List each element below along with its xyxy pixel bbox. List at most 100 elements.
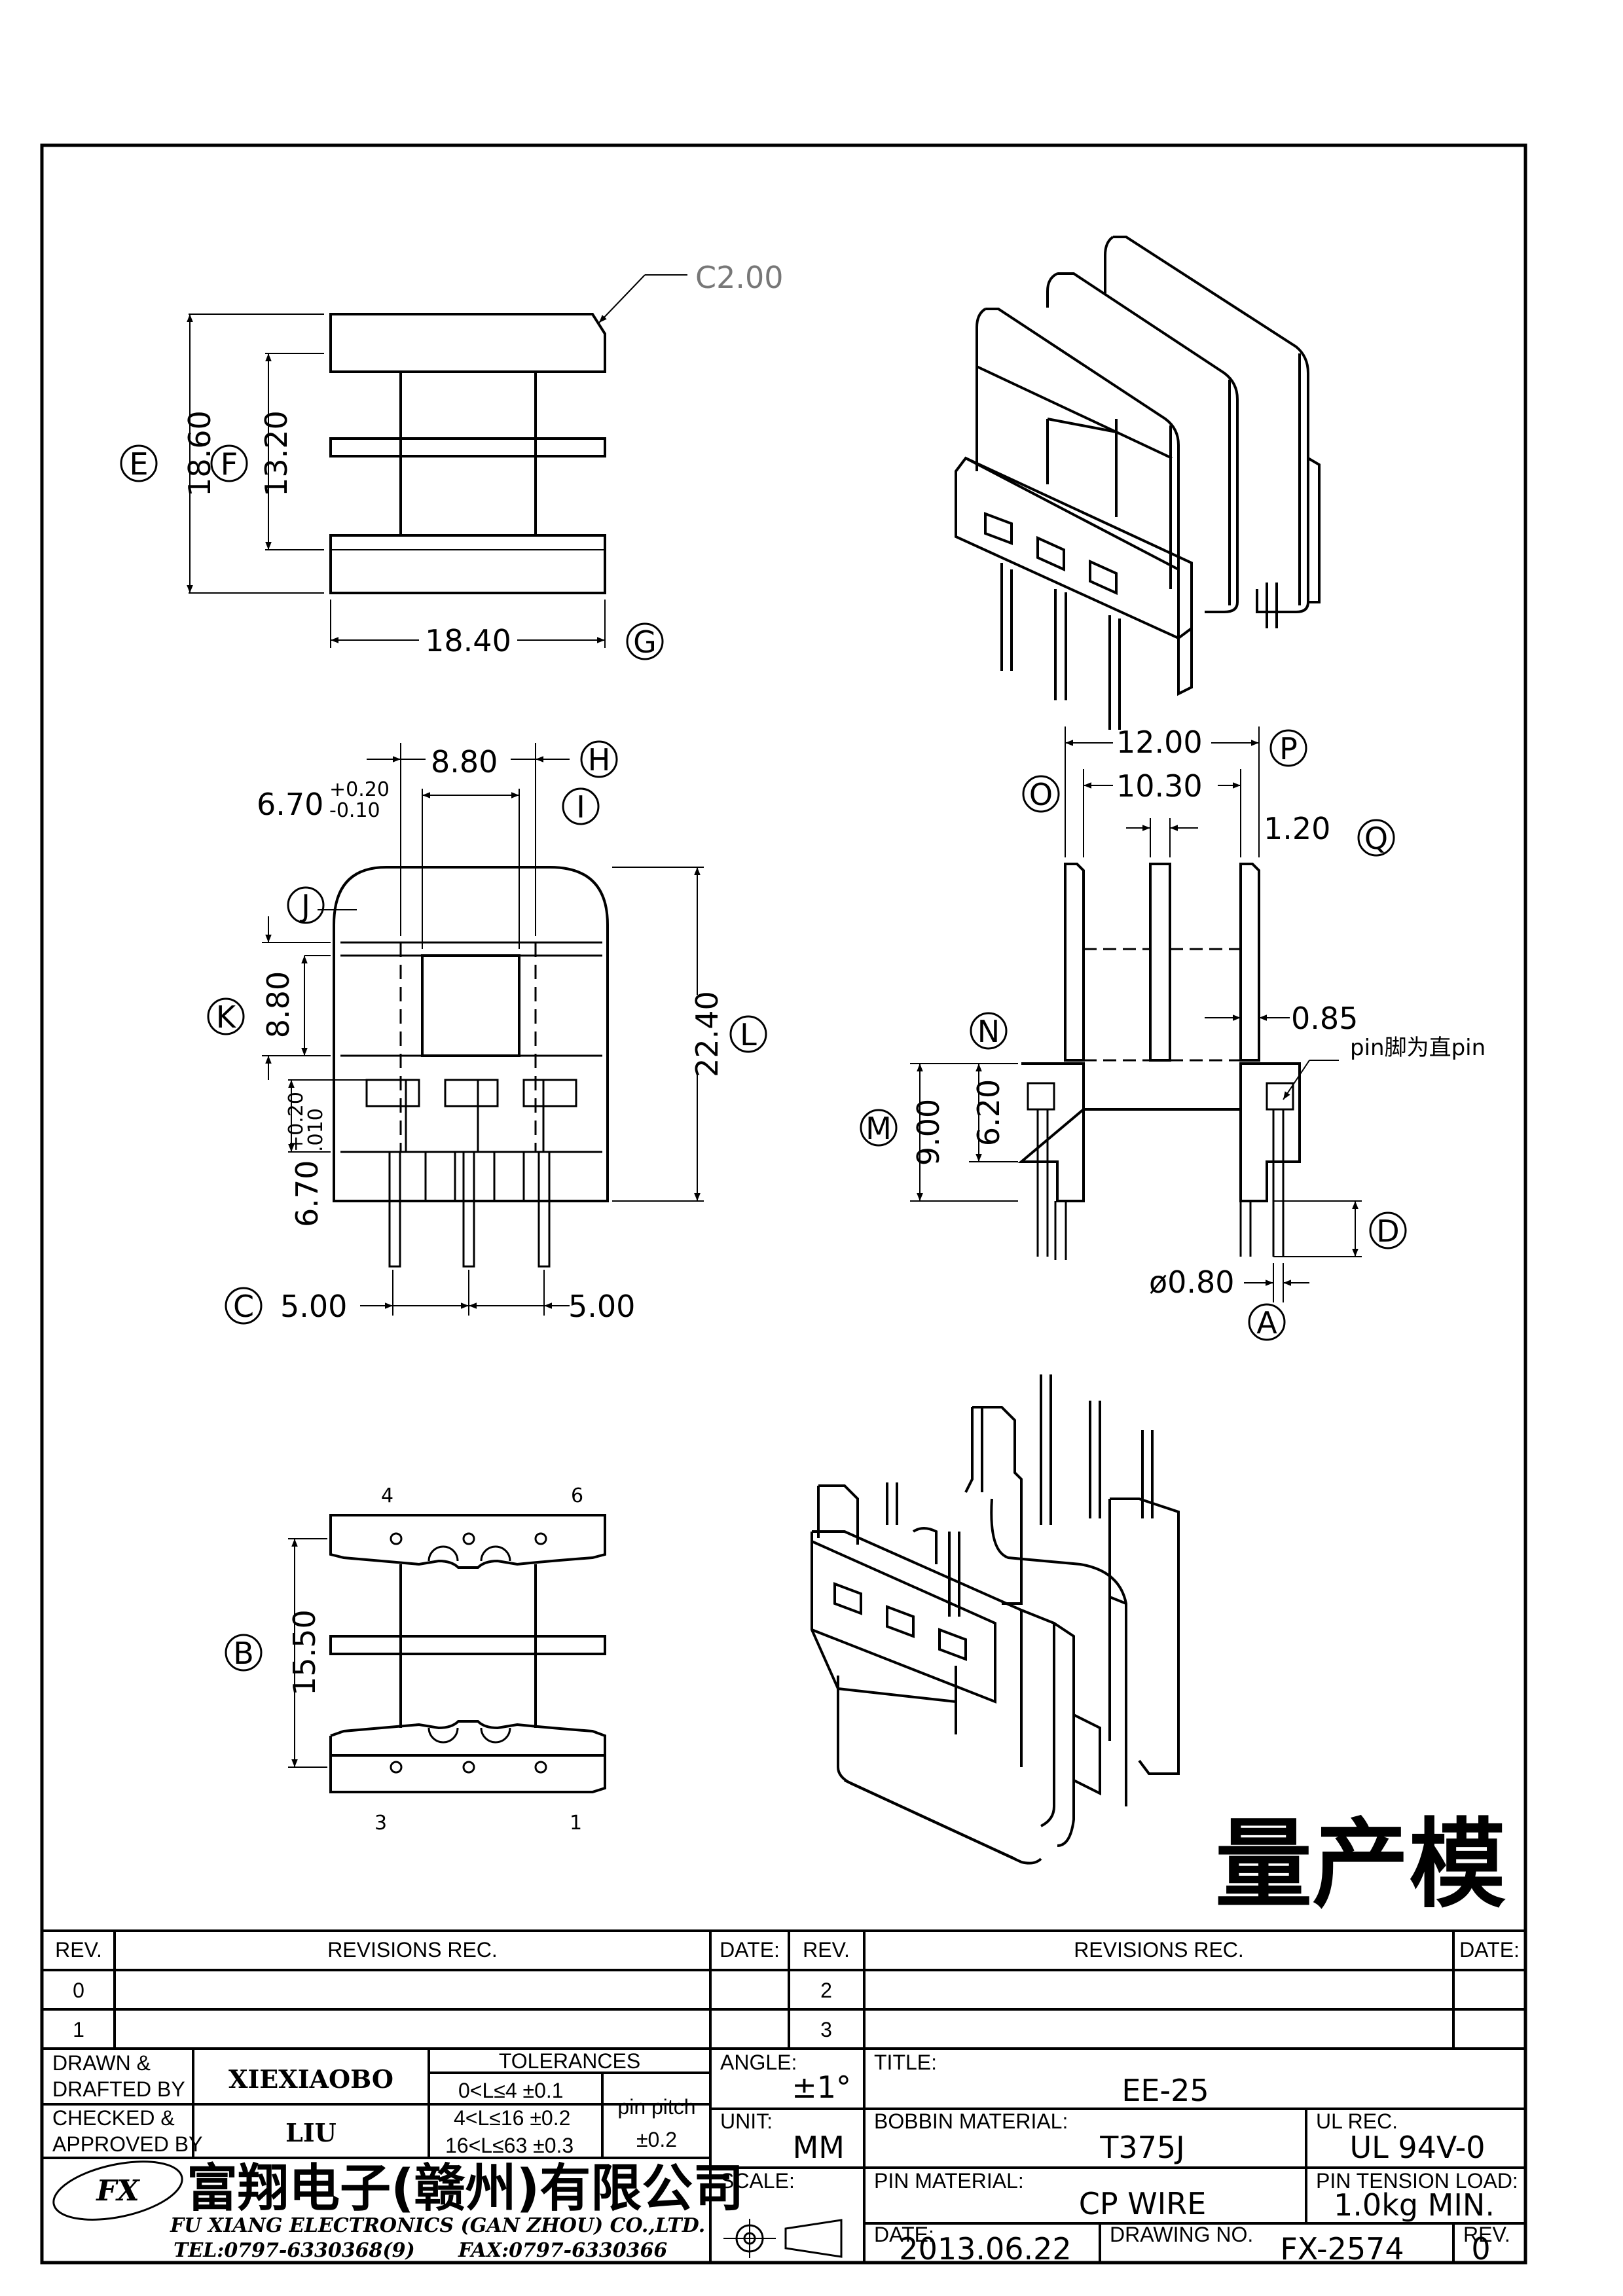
q-dimension: 1.20 (1264, 811, 1330, 846)
tolerance-row-2: 4<L≤16 ±0.2 (454, 2106, 570, 2130)
pin-tension-value: 1.0kg MIN. (1334, 2187, 1495, 2223)
drawing-no-label: DRAWING NO. (1110, 2223, 1253, 2246)
letter-p: P (1269, 729, 1307, 767)
letter-f: F (210, 444, 248, 482)
pin-label-3: 3 (374, 1812, 387, 1835)
svg-text:O: O (1029, 777, 1053, 812)
drawn-value: XIEXIAOBO (228, 2064, 393, 2094)
ul-value: UL 94V-0 (1349, 2130, 1485, 2165)
letter-j: J (287, 886, 325, 924)
rev-header-right: REV. (803, 1938, 850, 1962)
letter-d: D (1369, 1211, 1407, 1249)
svg-text:B: B (233, 1636, 254, 1671)
letter-i: I (562, 787, 600, 825)
svg-text:K: K (216, 999, 237, 1035)
bottom-view (288, 1514, 606, 1793)
svg-text:F: F (221, 446, 238, 482)
svg-text:E: E (129, 446, 148, 482)
e-dimension: 18.60 (182, 410, 217, 497)
title-value: EE-25 (1122, 2073, 1209, 2108)
o-dimension: 10.30 (1116, 768, 1203, 804)
f-dimension: 13.20 (259, 410, 294, 497)
date-header-left: DATE: (720, 1938, 780, 1962)
rev-row-1: 1 (73, 2018, 84, 2041)
title-block (42, 2049, 1525, 2263)
svg-text:Q: Q (1364, 821, 1388, 856)
iso-view-bottom (811, 1374, 1180, 1865)
l-dimension: 22.40 (689, 991, 725, 1077)
letter-q: Q (1357, 819, 1395, 857)
unit-label: UNIT: (720, 2109, 773, 2133)
pin-label-6: 6 (571, 1484, 583, 1507)
pin-side-view (910, 726, 1362, 1302)
pin-material-value: CP WIRE (1079, 2186, 1207, 2221)
svg-text:D: D (1376, 1213, 1399, 1249)
rev-value: 0 (1471, 2231, 1490, 2267)
checked-label-2: APPROVED BY (52, 2132, 202, 2156)
rev-header-left: REV. (55, 1938, 102, 1962)
mass-production-stamp: 量产模 (1215, 1808, 1506, 1921)
letter-e: E (120, 444, 158, 482)
drawn-label-2: DRAFTED BY (52, 2077, 185, 2101)
p-dimension: 12.00 (1116, 725, 1203, 760)
chamfer-label: C2.00 (695, 260, 784, 295)
unit-value: MM (793, 2130, 845, 2165)
letter-k: K (207, 997, 245, 1035)
tolerance-row-1: 0<L≤4 ±0.1 (458, 2079, 564, 2102)
bottom-tol-plus: +0.20 (285, 1092, 308, 1152)
reference-letters: A B C D E F G H I J K L M N O P Q (120, 444, 1407, 1672)
n-dimension: 6.20 (971, 1079, 1006, 1146)
pin-material-label: PIN MATERIAL: (874, 2169, 1024, 2193)
tolerances-label: TOLERANCES (499, 2049, 640, 2073)
date-header-right: DATE: (1459, 1938, 1520, 1962)
svg-text:C: C (233, 1289, 254, 1324)
letter-n: N (970, 1012, 1008, 1050)
svg-text:N: N (977, 1014, 1000, 1049)
rev-row-2: 2 (820, 1979, 832, 2002)
company-name-cn: 富翔电子(赣州)有限公司 (187, 2159, 744, 2218)
letter-m: M (860, 1109, 898, 1147)
side-view (187, 274, 687, 648)
svg-text:G: G (633, 624, 657, 660)
tolerance-row-3: 16<L≤63 ±0.3 (445, 2134, 574, 2157)
bottom-tol-minus: .010 (304, 1108, 327, 1152)
pin-pitch-value: ±0.2 (636, 2128, 677, 2151)
date-label: DATE: (874, 2223, 934, 2246)
sheet-border (40, 143, 1527, 2265)
rec-header-right: REVISIONS REC. (1074, 1938, 1244, 1962)
i-tol-plus: +0.20 (329, 778, 390, 801)
svg-text:I: I (576, 789, 585, 825)
pin-tension-label: PIN TENSION LOAD: (1316, 2169, 1518, 2193)
c-dimension-left: 5.00 (280, 1289, 347, 1324)
svg-text:P: P (1279, 731, 1298, 766)
front-view (262, 743, 704, 1316)
svg-text:FX: FX (95, 2174, 140, 2208)
rec-header-left: REVISIONS REC. (327, 1938, 498, 1962)
company-tel: TEL:0797-6330368(9) (173, 2239, 415, 2262)
letter-a: A (1248, 1303, 1286, 1341)
bobbin-material-label: BOBBIN MATERIAL: (874, 2109, 1068, 2133)
pin-label-4: 4 (381, 1484, 393, 1507)
k-dimension: 8.80 (261, 971, 296, 1038)
company-name-en: FU XIANG ELECTRONICS (GAN ZHOU) CO.,LTD. (170, 2214, 705, 2237)
i-tol-minus: -0.10 (329, 799, 380, 822)
b-dimension: 15.50 (287, 1609, 322, 1696)
h-dimension: 8.80 (431, 744, 498, 780)
scale-label: SCALE: (720, 2169, 795, 2193)
letter-b: B (225, 1634, 263, 1672)
letter-h: H (580, 740, 618, 778)
pin-label-1: 1 (570, 1812, 582, 1835)
c-dimension-right: 5.00 (568, 1289, 635, 1324)
bobbin-material-value: T375J (1099, 2130, 1184, 2165)
m-dimension: 9.00 (911, 1099, 946, 1166)
svg-text:L: L (740, 1017, 757, 1052)
checked-label-1: CHECKED & (52, 2106, 175, 2130)
drawing-no-value: FX-2574 (1280, 2231, 1404, 2267)
angle-label: ANGLE: (720, 2051, 797, 2074)
letter-c: C (225, 1287, 263, 1325)
letter-g: G (626, 622, 664, 660)
svg-text:A: A (1256, 1305, 1277, 1340)
checked-value: LIU (285, 2118, 337, 2147)
pin-pitch-label: pin pitch (617, 2095, 695, 2119)
